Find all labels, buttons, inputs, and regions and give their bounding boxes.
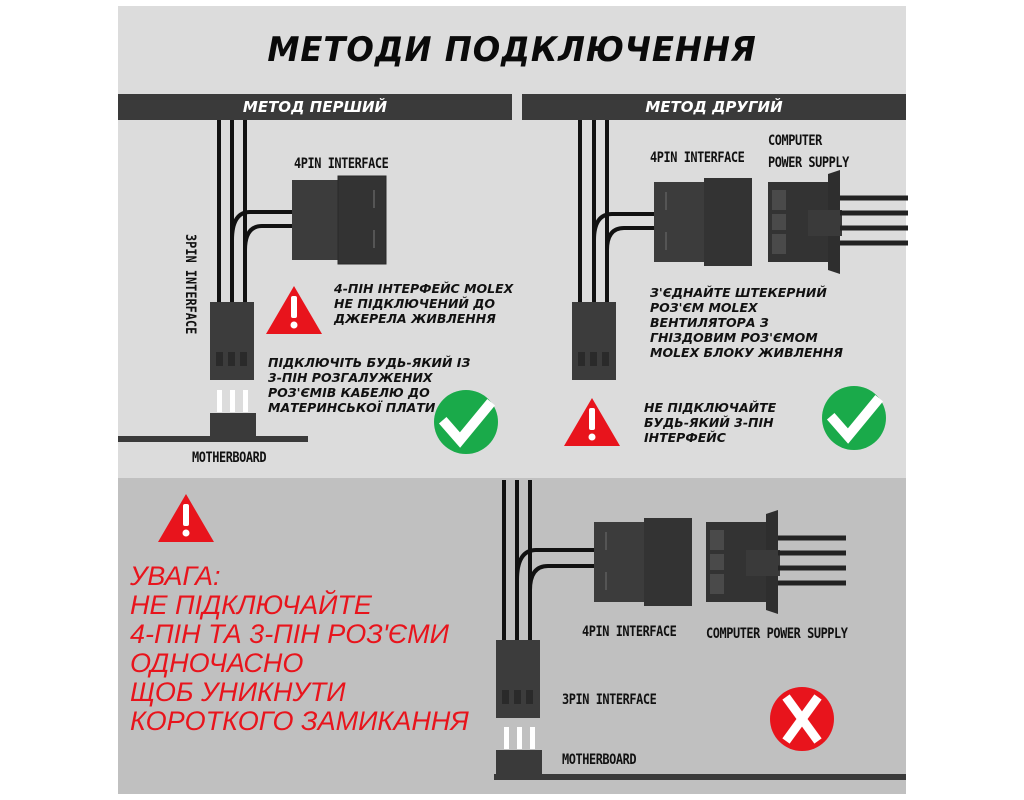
attention-psu-label: COMPUTER POWER SUPPLY	[706, 626, 848, 642]
method-two-check-icon	[822, 386, 886, 450]
method-one-motherboard-label: MOTHERBOARD	[192, 450, 267, 466]
method-two-psu-connector	[768, 170, 908, 274]
note-line: МАТЕРИНСЬКОЇ ПЛАТИ	[268, 400, 436, 415]
attention-warning-icon	[158, 494, 214, 542]
warning-line: КОРОТКОГО ЗАМИКАННЯ	[130, 706, 469, 736]
attention-4pin-connector	[593, 517, 693, 607]
note-line: БУДЬ-ЯКИЙ 3-ПІН	[644, 415, 774, 430]
warning-line: УВАГА:	[130, 561, 221, 591]
method-two-warning-note: НЕ ПІДКЛЮЧАЙТЕ БУДЬ-ЯКИЙ 3-ПІН ІНТЕРФЕЙС	[644, 400, 776, 445]
note-line: ПІДКЛЮЧІТЬ БУДЬ-ЯКИЙ ІЗ	[268, 355, 471, 370]
note-line: ІНТЕРФЕЙС	[644, 430, 726, 445]
method-two-4pin-connector	[653, 177, 753, 267]
method-two-3pin-connector	[572, 302, 616, 380]
attention-motherboard	[494, 727, 906, 780]
method-two-instruction-note: З'ЄДНАЙТЕ ШТЕКЕРНИЙ РОЗ'ЄМ MOLEX ВЕНТИЛЯ…	[650, 285, 843, 360]
method-one-4pin-label: 4PIN INTERFACE	[294, 156, 389, 172]
psu-label-line: POWER SUPPLY	[768, 155, 849, 171]
note-line: НЕ ПІДКЛЮЧЕНИЙ ДО	[334, 296, 496, 311]
note-line: ГНІЗДОВИМ РОЗ'ЄМОМ	[650, 330, 818, 345]
method-one-cables	[217, 120, 294, 306]
method-two-warning-icon	[564, 398, 620, 446]
attention-cables	[502, 480, 594, 644]
note-line: 3-ПІН РОЗГАЛУЖЕНИХ	[268, 370, 433, 385]
method-one-3pin-label: 3PIN INTERFACE	[182, 234, 198, 335]
attention-3pin-label: 3PIN INTERFACE	[562, 692, 657, 708]
method-one-4pin-connector	[291, 175, 387, 265]
note-line: ДЖЕРЕЛА ЖИВЛЕННЯ	[334, 311, 496, 326]
warning-line: ЩОБ УНИКНУТИ	[130, 677, 346, 707]
note-line: РОЗ'ЄМ MOLEX	[650, 300, 758, 315]
method-one-warning-note: 4-ПІН ІНТЕРФЕЙС MOLEX НЕ ПІДКЛЮЧЕНИЙ ДО …	[334, 281, 513, 326]
method-two-4pin-label: 4PIN INTERFACE	[650, 150, 745, 166]
note-line: РОЗ'ЄМІВ КАБЕЛЮ ДО	[268, 385, 430, 400]
method-one-instruction-note: ПІДКЛЮЧІТЬ БУДЬ-ЯКИЙ ІЗ 3-ПІН РОЗГАЛУЖЕН…	[268, 355, 470, 415]
note-line: MOLEX БЛОКУ ЖИВЛЕННЯ	[650, 345, 844, 360]
note-line: ВЕНТИЛЯТОРА З	[650, 315, 769, 330]
method-two-psu-label: COMPUTER POWER SUPPLY	[768, 130, 849, 174]
warning-line: НЕ ПІДКЛЮЧАЙТЕ	[130, 590, 372, 620]
attention-cross-icon	[770, 687, 834, 751]
attention-3pin-connector	[496, 640, 540, 718]
note-line: НЕ ПІДКЛЮЧАЙТЕ	[644, 400, 777, 415]
warning-line: 4-ПІН ТА 3-ПІН РОЗ'ЄМИ	[130, 619, 449, 649]
method-one-motherboard	[118, 390, 308, 442]
attention-psu-connector	[706, 510, 846, 614]
method-one-warning-icon	[266, 286, 322, 334]
note-line: 4-ПІН ІНТЕРФЕЙС MOLEX	[334, 281, 514, 296]
psu-label-line: COMPUTER	[768, 133, 822, 149]
method-one-heading: МЕТОД ПЕРШИЙ	[118, 94, 512, 120]
method-two-heading: МЕТОД ДРУГИЙ	[522, 94, 906, 120]
attention-motherboard-label: MOTHERBOARD	[562, 752, 637, 768]
attention-warning-text: УВАГА: НЕ ПІДКЛЮЧАЙТЕ 4-ПІН ТА 3-ПІН РОЗ…	[130, 562, 469, 736]
warning-line: ОДНОЧАСНО	[130, 648, 304, 678]
method-one-3pin-connector	[210, 302, 254, 380]
note-line: З'ЄДНАЙТЕ ШТЕКЕРНИЙ	[650, 285, 827, 300]
method-two-cables	[578, 120, 654, 306]
attention-4pin-label: 4PIN INTERFACE	[582, 624, 677, 640]
page-title: МЕТОДИ ПОДКЛЮЧЕННЯ	[267, 30, 757, 70]
